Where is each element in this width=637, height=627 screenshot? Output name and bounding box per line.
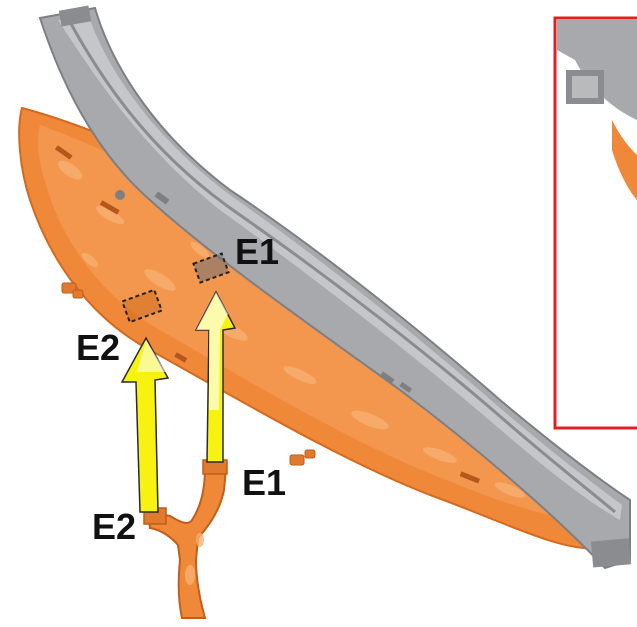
label-e2-top: E2	[76, 327, 120, 368]
inset-gray-block-face	[572, 76, 598, 98]
y-connector-body	[148, 468, 226, 618]
label-e1-top: E1	[235, 231, 279, 272]
inset-detail-panel	[555, 18, 637, 428]
label-e2-bottom: E2	[92, 506, 136, 547]
label-e1-bottom: E1	[242, 462, 286, 503]
gray-rail-end-cap-bottom	[591, 538, 631, 567]
arrow-e2	[122, 338, 168, 512]
